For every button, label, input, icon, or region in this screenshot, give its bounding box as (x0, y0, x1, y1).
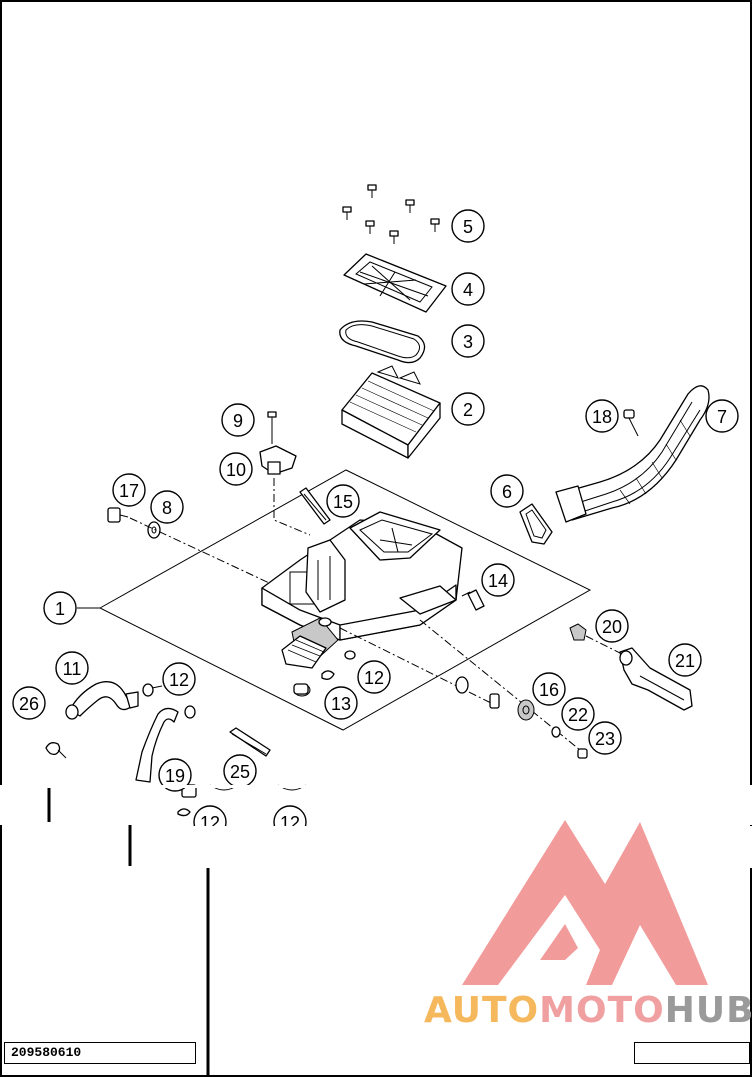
svg-text:20: 20 (602, 617, 622, 637)
nut-20 (569, 623, 627, 657)
svg-text:5: 5 (463, 217, 473, 237)
callout-1: 1 (43, 591, 77, 625)
callout-13: 13 (324, 686, 358, 720)
part-15 (299, 487, 331, 525)
document-number: 209580610 (11, 1045, 82, 1060)
centerline-16 (339, 627, 496, 706)
watermark-hub: HUB (664, 990, 752, 1031)
callout-10: 10 (219, 452, 253, 486)
svg-text:2: 2 (463, 400, 473, 420)
callout-14: 14 (481, 563, 515, 597)
callout-23: 23 (588, 721, 622, 755)
hose-19 (135, 707, 179, 783)
callout-21: 21 (668, 643, 702, 677)
seal-6 (519, 503, 553, 545)
svg-text:13: 13 (331, 694, 351, 714)
intake-duct-7 (555, 385, 710, 523)
bolt-17 (107, 507, 129, 523)
callout-22: 22 (561, 697, 595, 731)
svg-text:12: 12 (169, 670, 189, 690)
watermark-logo-icon (462, 820, 708, 985)
callout-3: 3 (451, 324, 485, 358)
svg-text:6: 6 (502, 482, 512, 502)
svg-text:19: 19 (165, 766, 185, 786)
callout-2: 2 (451, 392, 485, 426)
callout-9: 9 (221, 403, 255, 437)
bracket-21 (619, 647, 693, 711)
svg-text:26: 26 (19, 694, 39, 714)
svg-text:15: 15 (333, 492, 353, 512)
clamp-12c (184, 705, 196, 719)
hose-11 (65, 681, 139, 720)
cap-13 (293, 683, 311, 697)
plug-18 (623, 409, 639, 437)
svg-text:18: 18 (592, 407, 612, 427)
svg-text:8: 8 (162, 498, 172, 518)
watermark-wordmark: AUTOMOTOHUB (424, 990, 752, 1031)
clip-12a (321, 670, 335, 680)
callout-12: 12 (357, 660, 391, 694)
callout-12: 12 (162, 662, 196, 696)
callout-11: 11 (55, 651, 89, 685)
callout-7: 7 (705, 399, 739, 433)
tube-25 (229, 727, 271, 757)
callout-25: 25 (223, 754, 257, 788)
svg-text:7: 7 (717, 407, 727, 427)
svg-text:1: 1 (55, 599, 65, 619)
crop-band (150, 826, 752, 868)
svg-text:16: 16 (539, 680, 559, 700)
gasket-3 (339, 320, 426, 364)
clamp-26 (45, 742, 67, 759)
svg-text:11: 11 (63, 659, 82, 679)
airbox-1 (261, 511, 463, 669)
callout-15: 15 (326, 484, 360, 518)
callout-6: 6 (490, 474, 524, 508)
assembly-boundary (98, 469, 592, 731)
bracket-14 (461, 589, 485, 611)
centerline-8 (129, 517, 281, 589)
callout-20: 20 (595, 609, 629, 643)
nut-23 (577, 748, 588, 759)
grommet-16 (455, 676, 535, 721)
callout-5: 5 (451, 209, 485, 243)
watermark-auto: AUTO (424, 990, 540, 1031)
svg-text:25: 25 (230, 762, 250, 782)
clamp-12b (142, 683, 163, 697)
callout-26: 26 (12, 686, 46, 720)
svg-text:14: 14 (488, 571, 508, 591)
callout-18: 18 (585, 399, 619, 433)
washer-8 (147, 521, 161, 539)
svg-text:22: 22 (568, 705, 588, 725)
svg-text:4: 4 (463, 280, 473, 300)
crop-mask (0, 785, 752, 825)
document-number-box: 209580610 (4, 1042, 196, 1064)
callout-4: 4 (451, 272, 485, 306)
callout-8: 8 (150, 490, 184, 524)
svg-text:10: 10 (226, 460, 246, 480)
svg-text:21: 21 (675, 651, 695, 671)
watermark-moto: MOTO (539, 990, 665, 1031)
callout-19: 19 (158, 758, 192, 792)
washer-22 (551, 726, 561, 738)
empty-info-box (634, 1042, 750, 1064)
callout-17: 17 (112, 473, 146, 507)
screws-5 (342, 184, 440, 244)
filter-cover-4 (343, 253, 447, 313)
svg-text:3: 3 (463, 332, 473, 352)
sensor-10 (259, 445, 311, 536)
svg-text:23: 23 (595, 729, 615, 749)
screw-9 (267, 411, 277, 444)
svg-text:9: 9 (233, 411, 243, 431)
callout-16: 16 (532, 672, 566, 706)
svg-text:12: 12 (364, 668, 384, 688)
air-filter-2 (341, 365, 441, 459)
crop-band (0, 785, 752, 788)
svg-text:17: 17 (119, 481, 139, 501)
